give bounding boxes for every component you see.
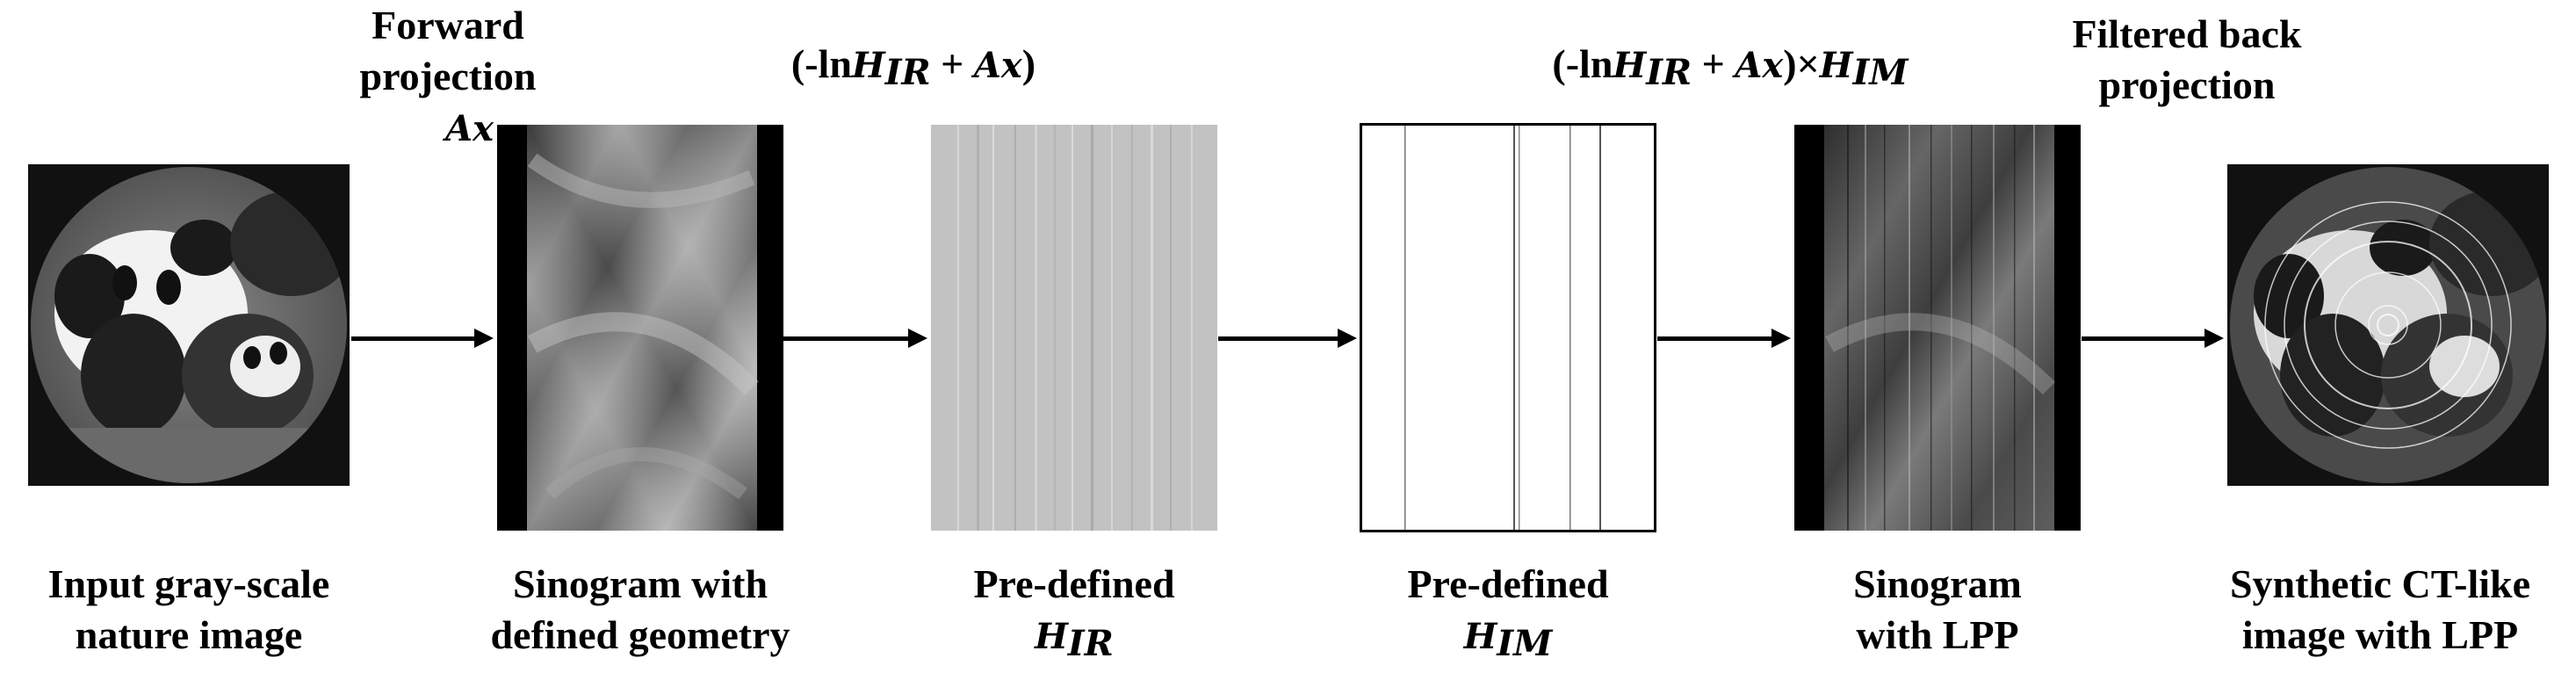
filtered-back-projection-label: Filtered back projection — [2072, 11, 2302, 107]
stage-label-sinogram-lpp: Sinogram with LPP — [1853, 561, 2022, 657]
arrow-4 — [1657, 329, 1791, 348]
arrow-1 — [351, 329, 494, 348]
ln-hir-plus-ax-label: (-lnHIR + Ax) — [790, 41, 1036, 93]
arrow-2 — [783, 329, 927, 348]
stage-label-him: Pre-defined HIM — [1407, 561, 1609, 664]
sinogram-lpp-panel — [1794, 125, 2081, 531]
stage-label-ct-output: Synthetic CT-like image with LPP — [2229, 561, 2531, 657]
input-image — [28, 164, 350, 486]
arrow-5 — [2082, 329, 2224, 348]
ct-output-image — [2227, 164, 2549, 486]
arrow-3 — [1218, 329, 1357, 348]
hir-panel — [931, 125, 1217, 531]
sinogram-panel — [497, 125, 783, 531]
forward-projection-label: Forward projection Ax — [359, 3, 537, 149]
ln-hir-plus-ax-times-him-label: (-lnHIR + Ax)×HIM — [1552, 41, 1909, 93]
him-panel — [1360, 123, 1656, 532]
stage-label-hir: Pre-defined HIR — [973, 561, 1175, 664]
stage-label-input: Input gray-scale nature image — [47, 561, 330, 657]
stage-label-sinogram: Sinogram with defined geometry — [490, 561, 790, 657]
